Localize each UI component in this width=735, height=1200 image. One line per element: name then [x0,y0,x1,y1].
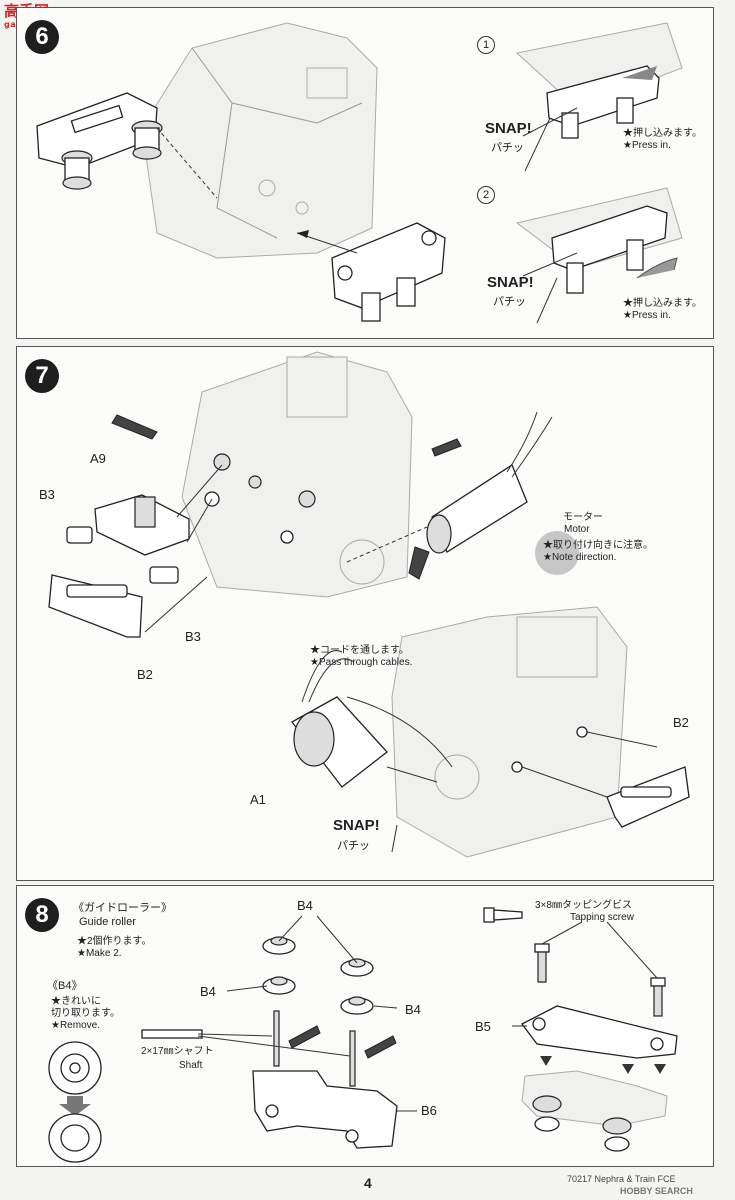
substep-2-snap: SNAP! [487,274,534,291]
make-2-en: ★Make 2. [77,948,122,959]
footer-logo: HOBBY SEARCH [620,1186,693,1196]
step-8-illustration [48,907,678,1163]
motor-note-jp: ★取り付け向きに注意。 [543,540,653,551]
step-6-number: 6 [25,20,59,54]
substep-1-note-jp: ★押し込みます。 [623,128,702,139]
remove-note-jp-1: ★きれいに [51,996,101,1007]
substep-2-note-en: ★Press in. [623,310,671,321]
guide-roller-title-en: Guide roller [79,916,136,928]
label-b4-right: B4 [405,1002,421,1017]
step-8-panel: 8 《ガイドローラー》 Guide roller ★2個作ります。 ★Make … [16,885,714,1167]
label-b2-right: B2 [673,715,689,730]
guide-roller-title-jp: 《ガイドローラー》 [73,902,172,914]
substep-1-snap: SNAP! [485,120,532,137]
substep-1-note-en: ★Press in. [623,140,671,151]
label-a1: A1 [250,792,266,807]
motor-label-en: Motor [564,524,590,535]
motor-label-jp: モーター [563,512,603,523]
step-7-illustration [48,351,690,858]
label-b4-left: B4 [200,984,216,999]
label-b5: B5 [475,1019,491,1034]
screw-label-jp: 3×8㎜タッピングビス [535,900,632,911]
step-6-illustration [36,22,683,324]
cable-note-jp: ★コードを通します。 [310,645,409,656]
label-b6: B6 [421,1103,437,1118]
motor-note-en: ★Note direction. [543,552,617,563]
page-number: 4 [364,1175,372,1191]
remove-note-en: ★Remove. [51,1020,100,1031]
substep-2-note-jp: ★押し込みます。 [623,298,702,309]
label-b3-bottom: B3 [185,629,201,644]
step-7-snap-kana: パチッ [337,840,370,852]
label-b2-left: B2 [137,667,153,682]
step-8-number: 8 [25,898,59,932]
footer-code: 70217 Nephra & Train FCE [567,1174,676,1184]
step-7-panel: 7 A9 B3 B3 B2 B2 A1 モーター Motor ★取り付け向きに注… [16,346,714,881]
shaft-label-en: Shaft [179,1060,203,1071]
substep-1-snap-kana: パチッ [491,142,524,154]
step-6-panel: 6 1 SNAP! パチッ ★押し込みます。 ★Press in. 2 SNAP… [16,7,714,339]
label-a9: A9 [90,451,106,466]
substep-2-number: 2 [477,186,495,204]
b4-detail-title: 《B4》 [47,980,83,992]
cable-note-en: ★Pass through cables. [310,657,413,668]
label-b3-left: B3 [39,487,55,502]
label-b4-top: B4 [297,898,313,913]
substep-1-number: 1 [477,36,495,54]
step-7-number: 7 [25,359,59,393]
note-gear-icon [535,531,579,575]
make-2-jp: ★2個作ります。 [77,936,152,947]
shaft-label-jp: 2×17㎜シャフト [141,1046,214,1057]
screw-label-en: Tapping screw [570,912,634,923]
remove-note-jp-2: 切り取ります。 [51,1008,120,1019]
step-7-snap: SNAP! [333,817,380,834]
substep-2-snap-kana: パチッ [493,296,526,308]
